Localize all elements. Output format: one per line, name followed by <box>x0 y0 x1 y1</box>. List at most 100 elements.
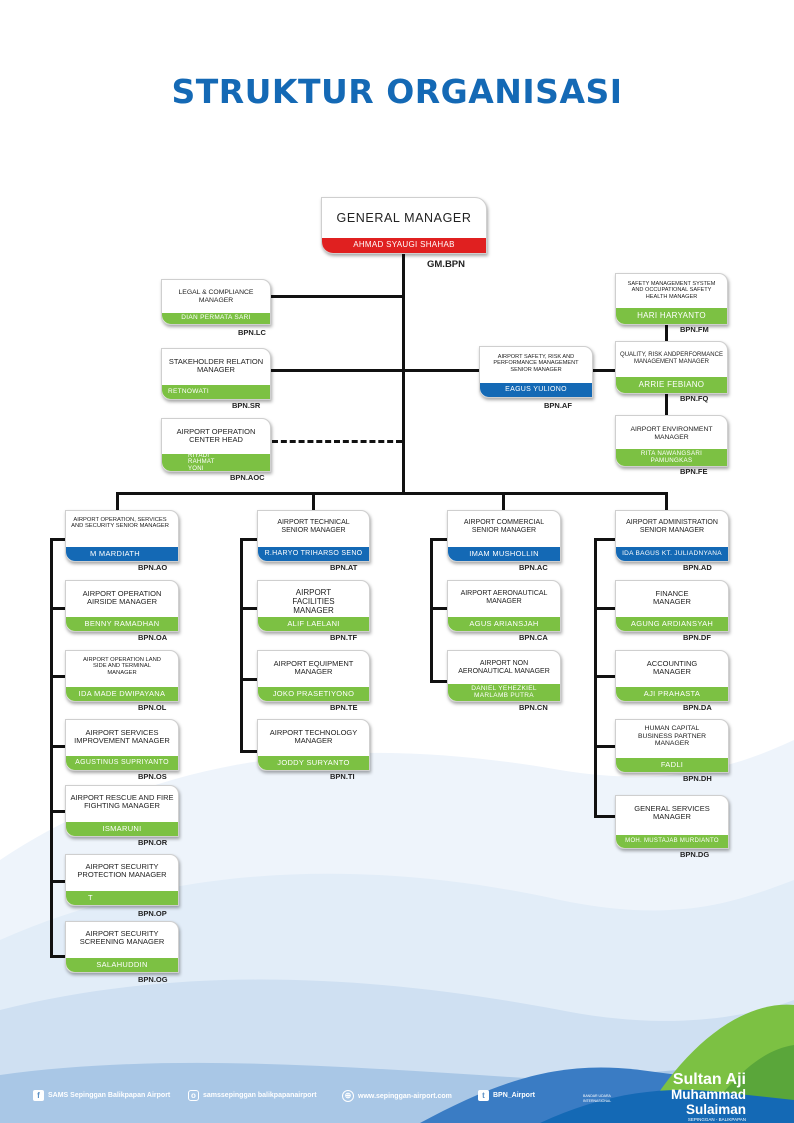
brand-small-text: BANDAR UDARA INTERNASIONAL <box>583 1094 612 1103</box>
services-improvement-box[interactable]: AIRPORT SERVICES IMPROVEMENT MANAGER AGU… <box>65 719 179 771</box>
ops-senior-manager-box[interactable]: AIRPORT OPERATION, SERVICES AND SECURITY… <box>65 510 179 562</box>
general-services-box[interactable]: GENERAL SERVICES MANAGER MOH. MUSTAJAB M… <box>615 795 729 849</box>
box-name: BENNY RAMADHAN <box>66 617 178 631</box>
box-title: AIRPORT ADMINISTRATION SENIOR MANAGER <box>626 519 718 534</box>
box-title: AIRPORT AERONAUTICAL MANAGER <box>460 590 548 605</box>
os-code: BPN.OS <box>138 772 167 781</box>
og-code: BPN.OG <box>138 975 168 984</box>
aoc-code: BPN.AOC <box>230 473 265 482</box>
facebook-icon: f <box>33 1090 44 1101</box>
connector-tf <box>240 607 258 610</box>
connector-at-top <box>240 538 258 541</box>
box-title: AIRPORT TECHNOLOGY MANAGER <box>269 728 358 746</box>
box-name: IDA BAGUS KT. JULIADNYANA <box>616 547 728 561</box>
administration-senior-manager-box[interactable]: AIRPORT ADMINISTRATION SENIOR MANAGER ID… <box>615 510 729 562</box>
connector-ao-top <box>50 538 66 541</box>
box-name: JOKO PRASETIYONO <box>258 687 369 701</box>
connector-ac-column <box>430 538 433 683</box>
security-protection-box[interactable]: AIRPORT SECURITY PROTECTION MANAGER T <box>65 854 179 906</box>
rescue-firefighting-box[interactable]: AIRPORT RESCUE AND FIRE FIGHTING MANAGER… <box>65 785 179 837</box>
connector-ti <box>240 750 258 753</box>
box-title: GENERAL SERVICES MANAGER <box>634 804 710 822</box>
connector-oa <box>50 607 66 610</box>
box-name: FADLI <box>616 758 728 772</box>
footer-twitter-text: BPN_Airport <box>493 1092 536 1099</box>
dh-code: BPN.DH <box>683 774 712 783</box>
box-title: FINANCE MANAGER <box>653 589 691 607</box>
brand-sub: SEPINGGAN - BALIKPAPAN <box>687 1117 746 1122</box>
footer-instagram[interactable]: o samssepinggan balikpapanairport <box>188 1090 317 1101</box>
connector-lc <box>270 295 403 298</box>
fe-code: BPN.FE <box>680 467 708 476</box>
footer-website[interactable]: ⊕ www.sepinggan-airport.com <box>342 1090 452 1102</box>
ti-code: BPN.TI <box>330 772 355 781</box>
box-title: SAFETY MANAGEMENT SYSTEM AND OCCUPATIONA… <box>627 281 716 300</box>
footer-facebook[interactable]: f SAMS Sepinggan Balikpapan Airport <box>33 1090 170 1101</box>
connector-at-drop <box>312 492 315 512</box>
box-title: AIRPORT OPERATION AIRSIDE MANAGER <box>82 589 162 607</box>
box-name: T <box>66 891 178 905</box>
finance-manager-box[interactable]: FINANCE MANAGER AGUNG ARDIANSYAH <box>615 580 729 632</box>
connector-horizontal-bus <box>116 492 668 495</box>
commercial-senior-manager-box[interactable]: AIRPORT COMMERCIAL SENIOR MANAGER IMAM M… <box>447 510 561 562</box>
brand-logo: Sultan Aji Muhammad Sulaiman SEPINGGAN -… <box>612 1072 746 1123</box>
airside-manager-box[interactable]: AIRPORT OPERATION AIRSIDE MANAGER BENNY … <box>65 580 179 632</box>
safety-senior-manager-box[interactable]: AIRPORT SAFETY, RISK AND PERFORMANCE MAN… <box>479 346 593 398</box>
connector-dg <box>594 815 616 818</box>
ad-code: BPN.AD <box>683 563 712 572</box>
landside-manager-box[interactable]: AIRPORT OPERATION LAND SIDE AND TERMINAL… <box>65 650 179 702</box>
ao-code: BPN.AO <box>138 563 168 572</box>
connector-op <box>50 880 66 883</box>
accounting-manager-box[interactable]: ACCOUNTING MANAGER AJI PRAHASTA <box>615 650 729 702</box>
legal-compliance-box[interactable]: LEGAL & COMPLIANCE MANAGER DIAN PERMATA … <box>161 279 271 325</box>
box-name: IDA MADE DWIPAYANA <box>66 687 178 701</box>
quality-risk-box[interactable]: QUALITY, RISK ANDPERFORMANCE MANAGEMENT … <box>615 341 728 394</box>
connector-ad-top <box>594 538 616 541</box>
box-name: RETNOWATI <box>162 385 270 399</box>
box-name: AHMAD SYAUGI SHAHAB <box>322 238 486 253</box>
security-screening-box[interactable]: AIRPORT SECURITY SCREENING MANAGER SALAH… <box>65 921 179 973</box>
brand-line2: Muhammad Sulaiman <box>670 1087 746 1117</box>
connector-ol <box>50 675 66 678</box>
twitter-icon: t <box>478 1090 489 1101</box>
footer-website-text: www.sepinggan-airport.com <box>358 1092 452 1100</box>
box-name: HARI HARYANTO <box>616 308 727 324</box>
footer-twitter[interactable]: t BPN_Airport <box>478 1090 535 1101</box>
connector-ac-top <box>430 538 448 541</box>
stakeholder-relation-box[interactable]: STAKEHOLDER RELATION MANAGER RETNOWATI <box>161 348 271 400</box>
cn-code: BPN.CN <box>519 703 548 712</box>
box-name: DANIEL YEHEZKIEL MARLAMB PUTRA <box>448 684 560 701</box>
connector-te <box>240 678 258 681</box>
facilities-manager-box[interactable]: AIRPORT FACILITIES MANAGER ALIF LAELANI <box>257 580 370 632</box>
globe-icon: ⊕ <box>342 1090 354 1102</box>
non-aeronautical-manager-box[interactable]: AIRPORT NON AERONAUTICAL MANAGER DANIEL … <box>447 650 561 702</box>
box-name: IMAM MUSHOLLIN <box>448 547 560 561</box>
box-name: AGUSTINUS SUPRIYANTO <box>66 756 178 770</box>
box-title: AIRPORT OPERATION, SERVICES AND SECURITY… <box>71 517 169 530</box>
connector-df <box>594 607 616 610</box>
environment-box[interactable]: AIRPORT ENVIRONMENT MANAGER RITA NAWANGS… <box>615 415 728 467</box>
technology-manager-box[interactable]: AIRPORT TECHNOLOGY MANAGER JODDY SURYANT… <box>257 719 370 771</box>
human-capital-box[interactable]: HUMAN CAPITAL BUSINESS PARTNER MANAGER F… <box>615 719 729 773</box>
instagram-icon: o <box>188 1090 199 1101</box>
box-title: AIRPORT OPERATION CENTER HEAD <box>176 427 256 445</box>
ac-code: BPN.AC <box>519 563 548 572</box>
general-manager-box[interactable]: GENERAL MANAGER AHMAD SYAUGI SHAHAB <box>321 197 487 254</box>
box-title: QUALITY, RISK ANDPERFORMANCE MANAGEMENT … <box>620 352 723 365</box>
technical-senior-manager-box[interactable]: AIRPORT TECHNICAL SENIOR MANAGER R.HARYO… <box>257 510 370 562</box>
aeronautical-manager-box[interactable]: AIRPORT AERONAUTICAL MANAGER AGUS ARIANS… <box>447 580 561 632</box>
connector-trunk <box>402 254 405 494</box>
box-title: AIRPORT SECURITY SCREENING MANAGER <box>79 929 165 947</box>
equipment-manager-box[interactable]: AIRPORT EQUIPMENT MANAGER JOKO PRASETIYO… <box>257 650 370 702</box>
aoc-box[interactable]: AIRPORT OPERATION CENTER HEAD SELAMAT RI… <box>161 418 271 472</box>
op-code: BPN.OP <box>138 909 167 918</box>
box-title: AIRPORT SAFETY, RISK AND PERFORMANCE MAN… <box>493 354 579 373</box>
box-name: SALAHUDDIN <box>66 958 178 972</box>
connector-or <box>50 810 66 813</box>
box-title: ACCOUNTING MANAGER <box>646 659 698 677</box>
box-name: ALIF LAELANI <box>258 617 369 631</box>
safety-management-box[interactable]: SAFETY MANAGEMENT SYSTEM AND OCCUPATIONA… <box>615 273 728 325</box>
box-title: AIRPORT SECURITY PROTECTION MANAGER <box>77 862 167 880</box>
connector-af-right <box>590 369 616 372</box>
